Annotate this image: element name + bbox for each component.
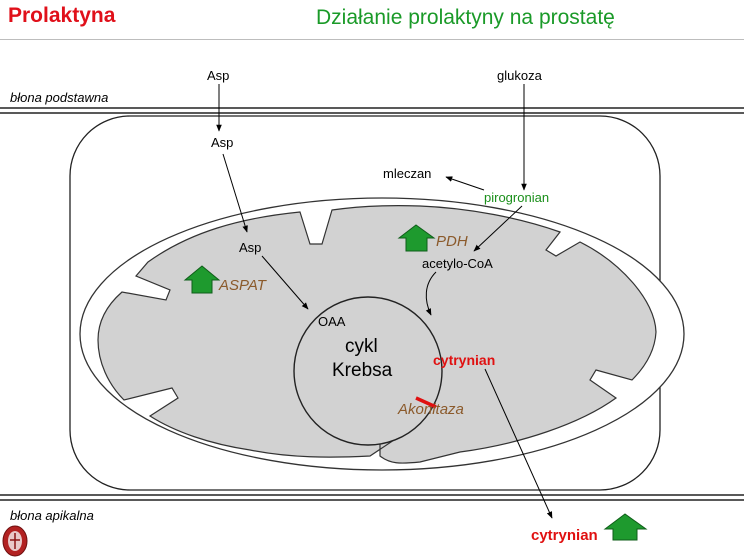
label-acetyl-coa: acetylo-CoA [422,256,493,271]
label-pdh: PDH [436,233,468,250]
label-citrate-inside: cytrynian [433,352,495,368]
label-aspat: ASPAT [218,277,268,294]
label-krebs-line2: Krebsa [332,360,393,381]
label-asp-outside: Asp [207,68,229,83]
label-glucose: glukoza [497,68,543,83]
arrow-citrate-out [484,368,553,519]
apical-membrane [0,494,744,501]
basal-membrane [0,107,744,114]
up-arrow-icon [183,265,221,294]
arrow-acetylcoa-to-krebs [425,271,437,316]
label-aconitase: Akonitaza [397,401,464,418]
label-asp-mito: Asp [239,240,261,255]
arrow-asp-to-mito [222,153,248,233]
up-arrow-icon [603,513,648,541]
header-divider [0,39,744,40]
label-krebs-line1: cykl [345,336,378,357]
label-lactate: mleczan [383,166,431,181]
label-citrate-out: cytrynian [531,527,598,544]
arrow-asp-to-oaa [261,255,309,310]
krebs-cycle-circle [293,296,443,446]
pathway-arrows [216,84,553,519]
page-title: Prolaktyna [8,4,116,27]
arrow-pyruvate-to-acetylcoa [473,205,523,252]
up-arrow-icon [397,224,436,252]
page-subtitle: Działanie prolaktyny na prostatę [316,6,615,29]
label-asp-cell: Asp [211,135,233,150]
arrow-pyruvate-to-lactate [445,176,485,191]
label-oaa: OAA [318,314,346,329]
label-membrane-basal: błona podstawna [10,90,108,105]
inhibition-bar-icon [415,396,437,409]
university-seal-logo [2,525,28,557]
label-pyruvate: pirogronian [484,190,549,205]
label-membrane-apical: błona apikalna [10,508,94,523]
